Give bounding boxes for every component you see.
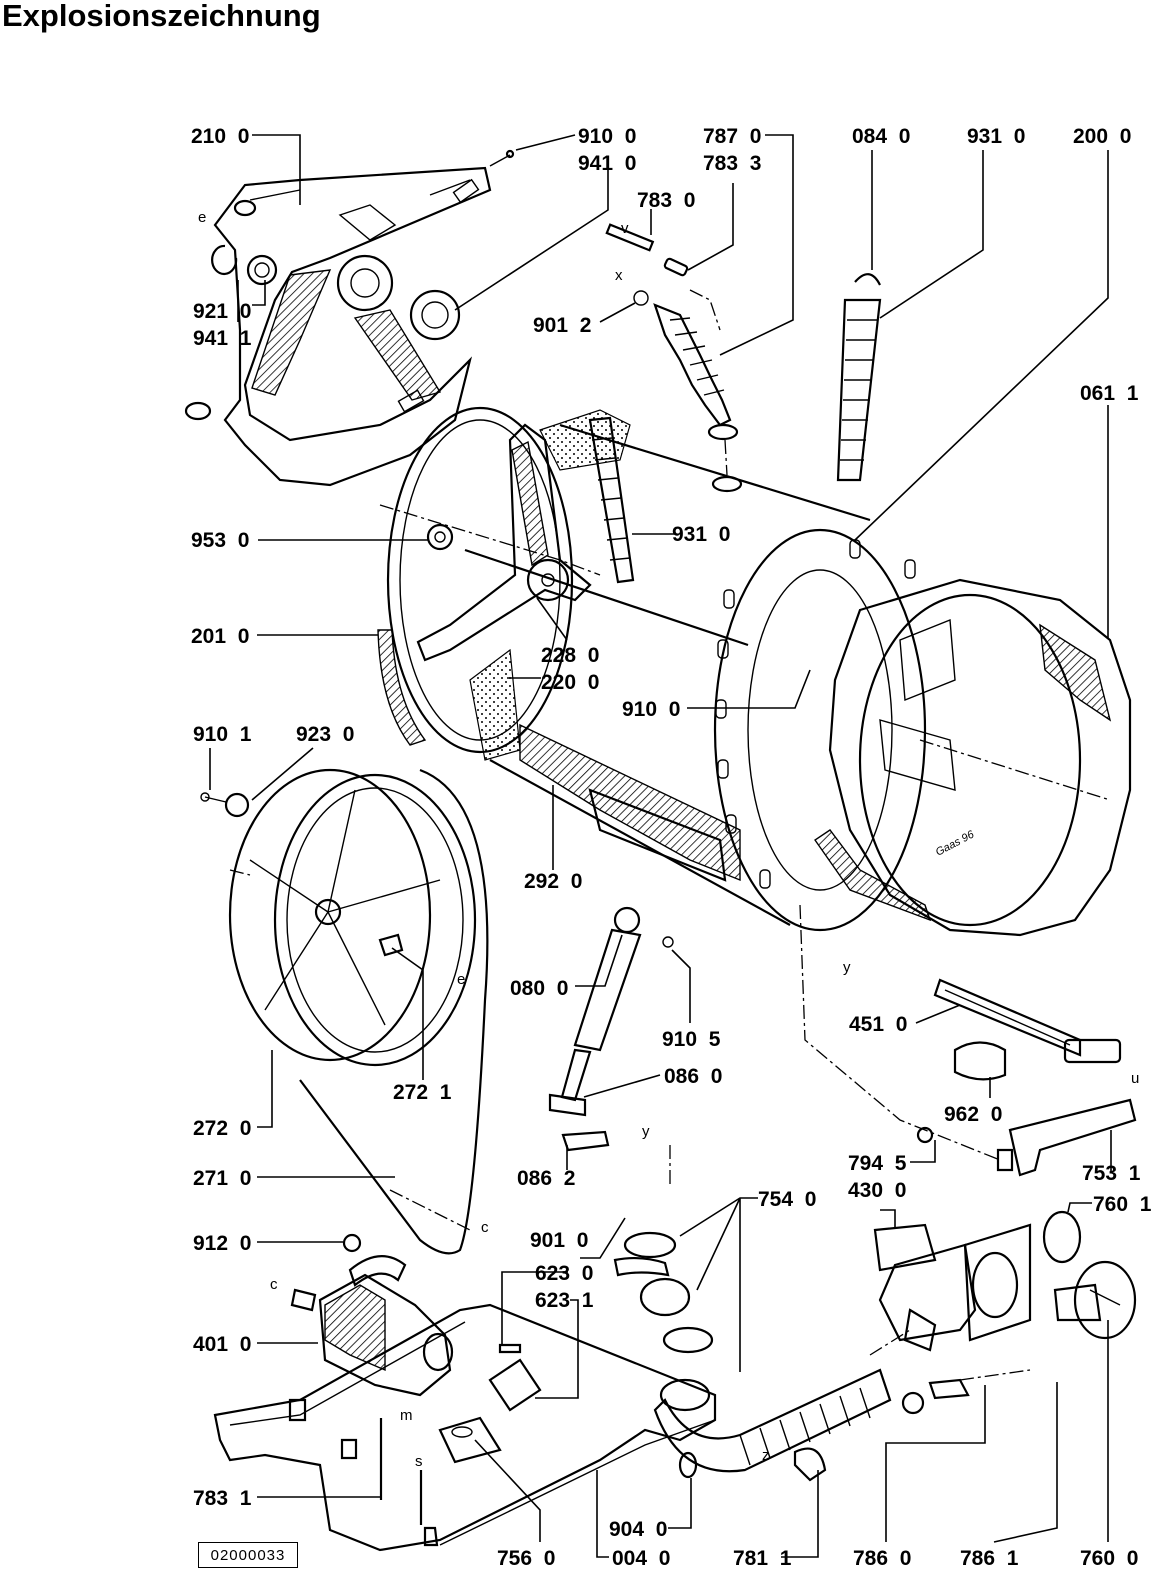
drum-spider-shape (416, 423, 749, 662)
signature: Gaas 96 (934, 828, 977, 859)
part-label-962-0: 962 0 (944, 1103, 1002, 1126)
part-label-272-0: 272 0 (193, 1117, 251, 1140)
connector-letter-c-belt: c (481, 1219, 489, 1236)
part-label-623-0: 623 0 (535, 1262, 593, 1285)
part-label-754-0: 754 0 (758, 1188, 816, 1211)
part-label-931-0-mid: 931 0 (672, 523, 730, 546)
connector-letter-s: s (415, 1453, 423, 1470)
part-label-086-0: 086 0 (664, 1065, 722, 1088)
part-label-401-0: 401 0 (193, 1333, 251, 1356)
connector-letter-y-drum: y (843, 959, 851, 976)
connector-letter-x: x (615, 267, 623, 284)
part-label-272-1: 272 1 (393, 1081, 452, 1104)
part-label-912-0: 912 0 (193, 1232, 251, 1255)
connector-letter-y-sleeve: y (642, 1123, 650, 1140)
drawing-number-box: 02000033 (198, 1542, 298, 1568)
part-label-080-0: 080 0 (510, 977, 568, 1000)
part-label-783-3: 783 3 (703, 152, 761, 175)
base-frame-shape (213, 1303, 717, 1552)
page-title: Explosionszeichnung (2, 0, 321, 33)
pump-shape (873, 1210, 1137, 1415)
shock-absorber-shape (548, 906, 674, 1152)
part-label-786-1: 786 1 (960, 1547, 1019, 1570)
part-label-901-2: 901 2 (533, 314, 591, 337)
axis-lines (229, 289, 1111, 1381)
drawing-number: 02000033 (210, 1546, 286, 1564)
drum-tub-shape (377, 406, 1132, 937)
connector-letter-c-motor: c (270, 1276, 278, 1293)
connector-letter-m: m (400, 1407, 413, 1424)
connector-letter-e-top: e (198, 209, 206, 226)
part-label-753-1: 753 1 (1082, 1162, 1141, 1185)
part-label-292-0: 292 0 (524, 870, 582, 893)
part-label-953-0: 953 0 (191, 529, 249, 552)
part-label-910-0-top: 910 0 (578, 125, 636, 148)
part-label-220-0: 220 0 (541, 671, 599, 694)
connector-letter-u: u (1131, 1070, 1139, 1087)
part-label-430-0: 430 0 (848, 1179, 906, 1202)
connector-letter-e-pulley: e (457, 971, 465, 988)
part-labels: 210 0 910 0 941 0 787 0 783 3 783 0 084 … (191, 125, 1152, 1570)
part-label-901-0: 901 0 (530, 1229, 588, 1252)
part-label-910-0-mid: 910 0 (622, 698, 680, 721)
part-label-786-0: 786 0 (853, 1547, 911, 1570)
leader-lines (209, 134, 1112, 1558)
pulley-shape (200, 768, 489, 1255)
bearing-bracket-shape (184, 166, 492, 487)
part-label-783-1: 783 1 (193, 1487, 252, 1510)
part-label-228-0: 228 0 (541, 644, 599, 667)
part-label-781-1: 781 1 (733, 1547, 792, 1570)
part-label-084-0: 084 0 (852, 125, 910, 148)
part-label-921-0: 921 0 (193, 300, 251, 323)
part-label-200-0: 200 0 (1073, 125, 1131, 148)
outlet-hose-shape (613, 1231, 892, 1482)
part-label-210-0: 210 0 (191, 125, 249, 148)
part-label-941-1: 941 1 (193, 327, 252, 350)
part-label-931-0-top: 931 0 (967, 125, 1025, 148)
heater-shape (916, 978, 1137, 1177)
part-label-760-1: 760 1 (1093, 1193, 1152, 1216)
connector-letter-z: z (762, 1447, 770, 1464)
part-label-623-1: 623 1 (535, 1289, 594, 1312)
part-label-904-0: 904 0 (609, 1518, 667, 1541)
part-label-923-0: 923 0 (296, 723, 354, 746)
motor-shape (290, 1233, 454, 1397)
part-label-910-5: 910 5 (662, 1028, 721, 1051)
part-label-760-0: 760 0 (1080, 1547, 1138, 1570)
part-label-787-0: 787 0 (703, 125, 761, 148)
part-label-451-0: 451 0 (849, 1013, 907, 1036)
connector-letter-v: v (621, 220, 629, 237)
part-label-756-0: 756 0 (497, 1547, 555, 1570)
part-label-271-0: 271 0 (193, 1167, 251, 1190)
bearings-shape (211, 149, 515, 341)
inlet-bellows-shape (605, 223, 743, 493)
part-label-061-1: 061 1 (1080, 382, 1139, 405)
part-label-910-1: 910 1 (193, 723, 252, 746)
part-label-086-2: 086 2 (517, 1167, 575, 1190)
part-label-794-5: 794 5 (848, 1152, 907, 1175)
part-label-201-0: 201 0 (191, 625, 249, 648)
part-label-004-0: 004 0 (612, 1547, 670, 1570)
part-label-941-0: 941 0 (578, 152, 636, 175)
part-label-783-0: 783 0 (637, 189, 695, 212)
